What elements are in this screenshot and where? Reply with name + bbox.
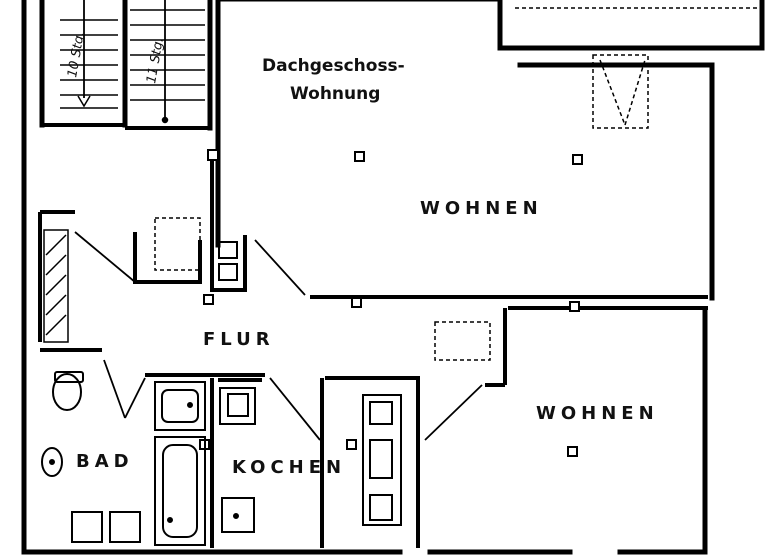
plan-title-line2: Wohnung (290, 84, 380, 104)
interior-walls (38, 123, 708, 548)
walls (21, 0, 765, 555)
plan-title-line1: Dachgeschoss- (262, 56, 405, 76)
stair-label-right: 11 Stg. (144, 36, 167, 84)
staircase-left (60, 0, 118, 109)
staircase-right (130, 0, 205, 124)
chimney-boxes (218, 241, 238, 281)
room-label-living-top: WOHNEN (420, 198, 543, 219)
door-swings (74, 231, 483, 441)
kitchen-fixtures (219, 387, 402, 533)
window-left (43, 229, 69, 343)
room-label-living-bottom: WOHNEN (536, 403, 659, 424)
room-label-hall: FLUR (203, 329, 275, 350)
bath-fixtures (41, 371, 206, 546)
room-label-kitchen: KOCHEN (232, 457, 346, 478)
room-label-bath: BAD (76, 451, 134, 472)
skylights (154, 7, 760, 361)
